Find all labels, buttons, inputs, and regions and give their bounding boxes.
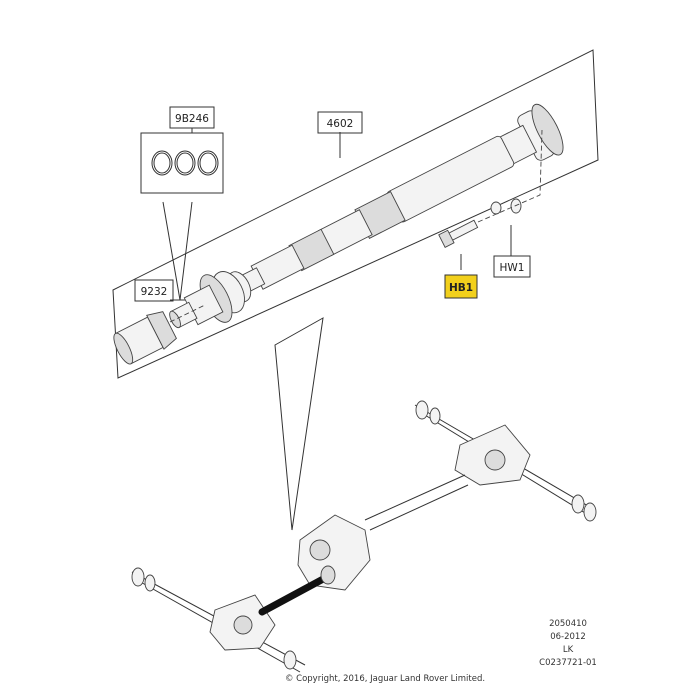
callout-bolt-text: HB1 bbox=[449, 282, 473, 294]
propeller-shaft bbox=[169, 103, 564, 329]
callout-rings-text: 9B246 bbox=[175, 113, 209, 125]
copyright-notice: © Copyright, 2016, Jaguar Land Rover Lim… bbox=[285, 674, 485, 684]
sleeve-cap bbox=[113, 311, 177, 365]
callout-shaft: 4602 bbox=[317, 111, 363, 134]
callout-sleeve: 9232 bbox=[134, 279, 174, 302]
ref-number: 2050410 bbox=[549, 619, 587, 629]
location-pointer bbox=[274, 317, 324, 531]
callout-bolt-highlight bbox=[444, 274, 478, 299]
drawing-code: C0237721-01 bbox=[539, 658, 597, 668]
drivetrain-assembly bbox=[131, 400, 597, 673]
callout-rings: 9B246 bbox=[169, 106, 215, 129]
drawing-date: 06-2012 bbox=[550, 632, 586, 642]
bolt bbox=[438, 219, 479, 248]
callout-washer-text: HW1 bbox=[500, 262, 525, 274]
callout-washer: HW1 bbox=[493, 255, 531, 278]
region-code: LK bbox=[563, 645, 574, 655]
rings-inset-box bbox=[140, 132, 224, 194]
callout-bolt: HB1 bbox=[444, 274, 478, 299]
callout-sleeve-text: 9232 bbox=[141, 286, 168, 298]
o-ring-set bbox=[151, 150, 219, 176]
callout-shaft-text: 4602 bbox=[327, 118, 354, 130]
